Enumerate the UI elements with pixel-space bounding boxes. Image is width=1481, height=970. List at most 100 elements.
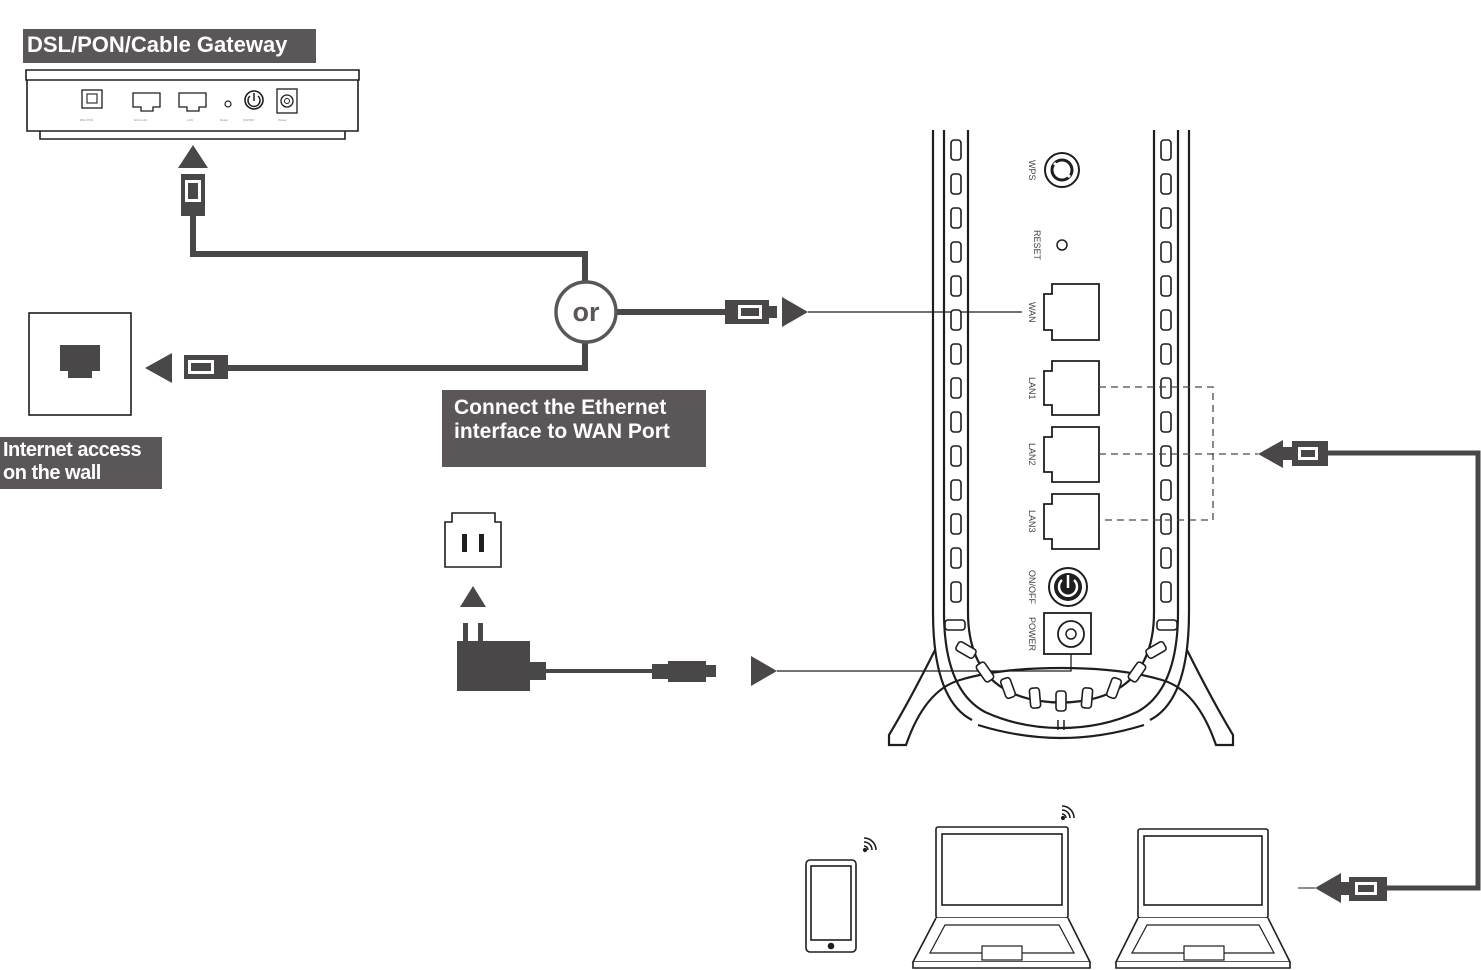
laptop-icon (911, 826, 1092, 969)
laptop-icon (1114, 828, 1292, 969)
arrow-left-wall-icon (145, 353, 172, 383)
vent-slot (950, 445, 962, 467)
svg-text:DSL PON: DSL PON (80, 118, 93, 122)
vent-slot (1160, 445, 1172, 467)
vent-slot (1160, 309, 1172, 331)
vent-slot (950, 479, 962, 501)
wall-jack-icon (28, 312, 132, 416)
lan1-port-icon (1043, 360, 1100, 416)
gateway-label-text: DSL/PON/Cable Gateway (27, 32, 288, 57)
vent-slot (1160, 479, 1172, 501)
vent-slot (950, 377, 962, 399)
vent-slot (1160, 139, 1172, 161)
connect-label-line2: interface to WAN Port (454, 420, 670, 444)
power-adapter-icon (457, 623, 546, 691)
vent-slot (950, 207, 962, 229)
vent-slot (950, 581, 962, 603)
vent-slot (1160, 343, 1172, 365)
vent-slot (1160, 207, 1172, 229)
lan3-label: LAN3 (1027, 510, 1037, 533)
router-ethernet-ports (1043, 283, 1100, 550)
vent-slot (1160, 173, 1172, 195)
vent-slot (1160, 547, 1172, 569)
power-jack-icon (1043, 612, 1092, 655)
vent-slot (950, 139, 962, 161)
wall-label-line2: on the wall (3, 462, 101, 484)
vent-slot (1105, 676, 1123, 700)
ethernet-plug-icon (184, 355, 228, 379)
vent-slot (950, 513, 962, 535)
arrow-right-power-icon (751, 656, 777, 686)
or-junction: or (554, 280, 618, 344)
lan2-port-icon (1043, 426, 1100, 483)
or-text: or (573, 297, 600, 327)
wall-label-line1: Internet access (3, 439, 142, 461)
gateway-device (25, 69, 360, 140)
vent-slot (1127, 661, 1147, 683)
vent-slot (1160, 275, 1172, 297)
wall-access-label: Internet access on the wall (0, 437, 162, 489)
wps-label: WPS (1027, 160, 1037, 181)
connect-wan-label: Connect the Ethernet interface to WAN Po… (442, 390, 706, 467)
arrow-left-laptop-icon (1315, 873, 1341, 903)
svg-text:ON/OFF: ON/OFF (243, 118, 254, 122)
ethernet-plug-icon (725, 300, 777, 324)
lan2-label: LAN2 (1027, 443, 1037, 466)
lan3-port-icon (1043, 493, 1100, 550)
gateway-port-captions: DSL PON HGU LAN LAN Reset ON/OFF Power (80, 118, 287, 122)
onoff-button-icon (1048, 567, 1088, 607)
wps-button-icon (1044, 152, 1080, 188)
vent-slot (950, 275, 962, 297)
vent-slot (1055, 690, 1067, 712)
arrow-up-outlet-icon (460, 586, 486, 607)
vent-slot (950, 241, 962, 263)
svg-text:Power: Power (278, 118, 287, 122)
wifi-icon (862, 837, 877, 853)
svg-text:HGU LAN: HGU LAN (134, 118, 147, 122)
reset-label: RESET (1032, 230, 1042, 261)
phone-icon (805, 859, 857, 953)
vent-slot (955, 640, 977, 660)
wifi-icon (1060, 805, 1075, 821)
router-port-labels: WPS RESET WAN LAN1 LAN2 LAN3 ON/OFF POWE… (1027, 160, 1042, 652)
vent-slot (944, 619, 966, 631)
vent-slot (950, 547, 962, 569)
connect-label-line1: Connect the Ethernet (454, 396, 667, 419)
vent-slot (1156, 619, 1178, 631)
power-plug-icon (652, 661, 716, 682)
vent-slot (1160, 241, 1172, 263)
vent-slot (950, 343, 962, 365)
gateway-label: DSL/PON/Cable Gateway (23, 29, 316, 63)
arrow-left-lan-icon (1258, 440, 1283, 468)
power-line (777, 654, 1072, 672)
vent-slot (1028, 687, 1042, 709)
ethernet-plug-icon (1341, 877, 1387, 901)
gateway-cable (190, 216, 728, 371)
vent-slot (999, 676, 1017, 700)
vent-slot (950, 411, 962, 433)
ethernet-plug-icon (181, 174, 205, 216)
vent-slot (950, 309, 962, 331)
vent-slot (1160, 411, 1172, 433)
lan-cable (1328, 450, 1481, 891)
arrow-up-gateway-icon (178, 145, 208, 168)
onoff-label: ON/OFF (1027, 570, 1037, 604)
power-outlet-icon (444, 512, 502, 568)
wan-label: WAN (1027, 302, 1037, 323)
ethernet-plug-icon (1283, 441, 1328, 466)
vent-slot (1160, 581, 1172, 603)
reset-pinhole-icon (1056, 239, 1068, 251)
router-vent-slots (944, 139, 1178, 712)
vent-slot (1080, 687, 1094, 709)
vent-slot (975, 661, 995, 683)
vent-slot (1160, 513, 1172, 535)
vent-slot (950, 173, 962, 195)
power-label: POWER (1027, 617, 1037, 652)
vent-slot (1145, 640, 1167, 660)
svg-text:LAN: LAN (187, 118, 193, 122)
vent-slot (1160, 377, 1172, 399)
arrow-right-wan-icon (782, 297, 808, 327)
svg-text:Reset: Reset (220, 118, 228, 122)
wan-port-icon (1043, 283, 1100, 341)
